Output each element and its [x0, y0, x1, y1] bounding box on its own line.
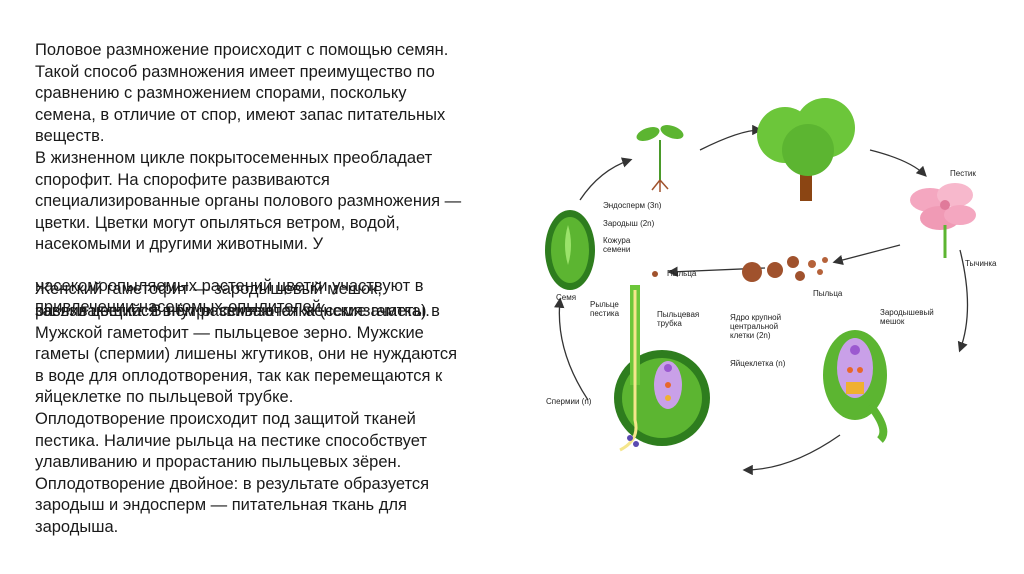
label-nucleus-3: клетки (2n) [730, 331, 771, 340]
text-line: улавливанию и прорастанию пыльцевых зёре… [35, 453, 402, 472]
label-sac-2: мешок [880, 317, 905, 326]
label-tube-1: Пыльцевая [657, 310, 699, 319]
text-line: зародыш и эндосперм — питательная ткань … [35, 496, 407, 515]
text-line: завязи цветка. В нём развиваются женские… [35, 302, 430, 320]
label-pollen-1: Пыльца [813, 289, 843, 298]
angiosperm-life-cycle-diagram: Пестик Тычинка Пыльца Пыльца Эндосперм (… [545, 98, 997, 476]
text-line: Мужской гаметофит — пыльцевое зерно. Муж… [35, 323, 424, 342]
text-line: Половое размножение происходит с помощью… [35, 41, 449, 59]
label-seed: Семя [556, 293, 576, 302]
text-line: цветки. Цветки могут опыляться ветром, в… [35, 213, 400, 232]
text-line: насекомыми и другими животными. У [35, 235, 324, 254]
cycle-arrow [742, 434, 841, 476]
pistil-cross-section-icon [614, 285, 710, 452]
label-stigma-2: пестика [590, 309, 620, 318]
text-line: в воде для оплодотворения, так как перем… [35, 366, 443, 385]
label-pollen-2: Пыльца [667, 269, 697, 278]
cycle-arrow [832, 244, 901, 266]
cycle-arrow [554, 297, 589, 401]
text-line: В жизненном цикле покрытосеменных преобл… [35, 148, 433, 167]
label-embryo: Зародыш (2n) [603, 219, 655, 228]
text-line: гаметы (спермии) лишены жгутиков, они не… [35, 345, 458, 364]
overlap-line-d: развивающийся внутри семязачатка (семяза… [35, 302, 440, 320]
label-tube-2: трубка [657, 319, 682, 328]
seed-icon [545, 210, 595, 290]
text-line: Оплодотворение двойное: в результате обр… [35, 474, 430, 493]
label-egg: Яйцеклетка (n) [730, 359, 786, 368]
label-seed-coat-1: Кожура [603, 236, 631, 245]
text-line: специализированные органы полового размн… [35, 192, 462, 211]
cycle-arrow [579, 157, 633, 201]
tree-icon [757, 98, 855, 201]
text-line: Такой способ размножения имеет преимущес… [35, 62, 435, 81]
label-nucleus-2: центральной [730, 322, 778, 331]
label-sac-1: Зародышевый [880, 308, 934, 317]
embryo-sac-icon [823, 330, 888, 443]
seedling-icon [636, 125, 684, 192]
overlap-line-c: привлечении насекомых-опылителей. [35, 298, 326, 316]
label-stigma-1: Рыльце [590, 300, 619, 309]
label-pistil: Пестик [950, 169, 976, 178]
text-line: Оплодотворение происходит под защитой тк… [35, 409, 416, 428]
text-block-1: Половое размножение происходит с помощью… [35, 40, 540, 256]
overlap-line-b: Женский гаметофит — зародышевый мешок, [35, 280, 382, 298]
label-nucleus-1: Ядро крупной [730, 313, 781, 322]
text-line: зародыша. [35, 517, 119, 536]
cycle-arrow [869, 149, 927, 177]
overlap-line-a: насекомоопыляемых растений цветки участв… [35, 277, 424, 295]
label-endosperm: Эндосперм (3n) [603, 201, 662, 210]
text-line: пестика. Наличие рыльца на пестике спосо… [35, 431, 427, 450]
text-line: сравнению с размножением спорами, поскол… [35, 84, 407, 103]
cycle-arrow [699, 124, 763, 151]
label-sperm: Спермии (n) [546, 397, 592, 406]
text-line: веществ. [35, 127, 105, 146]
cycle-arrow [957, 249, 969, 353]
pollen-grain-icon [652, 271, 658, 277]
text-line: яйцеклетке по пыльцевой трубке. [35, 388, 294, 407]
flower-icon [910, 183, 976, 258]
label-seed-coat-2: семени [603, 245, 630, 254]
pollen-grains-icon [742, 256, 828, 282]
text-line: спорофит. На спорофите развиваются [35, 170, 330, 189]
label-stamen: Тычинка [965, 259, 997, 268]
text-block-2: завязи цветка. В нём развиваются женские… [35, 301, 540, 539]
text-line: семена, в отличие от спор, имеют запас п… [35, 105, 446, 124]
